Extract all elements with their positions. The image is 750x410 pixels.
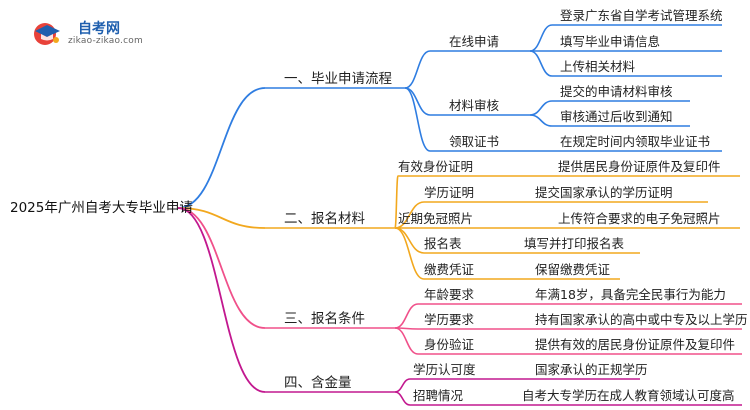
s4-b2-leaf: 自考大专学历在成人教育领域认可度高: [522, 388, 735, 403]
s2-b1-leaf: 提供居民身份证原件及复印件: [558, 159, 721, 174]
s3-branch-1: 年龄要求: [424, 287, 475, 302]
s1-b2-leaf-link-2: [529, 114, 553, 127]
s1-branch-1: 在线申请: [449, 34, 500, 49]
s4-branch-link-2: [394, 391, 411, 406]
s2-branch-link-1: [394, 175, 399, 229]
s2-branch-4: 报名表: [424, 236, 462, 251]
s1-branch-2: 材料审核: [449, 98, 500, 113]
root-link-3: [177, 207, 266, 329]
s3-b3-leaf: 提供有效的居民身份证原件及复印件: [535, 337, 736, 352]
s1-branch-3: 领取证书: [449, 134, 500, 149]
s2-b4-leaf: 填写并打印报名表: [524, 236, 625, 251]
section-4-label: 四、含金量: [284, 375, 352, 391]
s1-branch-link-1: [404, 50, 431, 89]
s2-branch-5: 缴费凭证: [424, 262, 475, 277]
s2-branch-2: 学历证明: [424, 185, 475, 200]
s4-branch-2: 招聘情况: [413, 388, 464, 403]
root-link-2: [177, 207, 266, 229]
section-1-label: 一、毕业申请流程: [284, 71, 392, 87]
s1-branch-link-3: [404, 87, 431, 152]
s4-branch-1: 学历认可度: [413, 362, 476, 377]
s2-b3-leaf: 上传符合要求的电子免冠照片: [558, 211, 721, 226]
s2-branch-link-5: [394, 227, 425, 280]
s2-b5-leaf: 保留缴费凭证: [535, 262, 611, 277]
logo-title: 自考网: [78, 21, 120, 37]
section-2-label: 二、报名材料: [284, 211, 365, 227]
s1-b2-leaf-2: 审核通过后收到通知: [560, 109, 673, 124]
section-3-label: 三、报名条件: [284, 311, 365, 327]
s1-branch-link-2: [404, 87, 431, 116]
s1-b1-leaf-link-1: [529, 24, 553, 52]
s1-b1-leaf-2: 填写毕业申请信息: [560, 34, 661, 49]
s3-b2-leaf: 持有国家承认的高中或中专及以上学历: [535, 312, 748, 327]
s2-b2-leaf: 提交国家承认的学历证明: [535, 185, 673, 200]
s1-b2-leaf-link-1: [529, 100, 553, 116]
s4-b1-leaf: 国家承认的正规学历: [535, 362, 648, 377]
s3-b1-leaf: 年满18岁，具备完全民事行为能力: [535, 287, 726, 302]
s3-branch-link-3: [394, 327, 419, 355]
s2-branch-3: 近期免冠照片: [398, 211, 474, 226]
s2-branch-link-4: [394, 227, 425, 254]
root-link-4: [177, 207, 266, 393]
root-link-1: [177, 87, 266, 209]
s1-b2-leaf-1: 提交的申请材料审核: [560, 84, 673, 99]
s3-branch-3: 身份验证: [424, 337, 475, 352]
s1-b1-leaf-3: 上传相关材料: [560, 59, 636, 74]
s3-branch-link-1: [394, 303, 419, 329]
root-node: 2025年广州自考大专毕业申请: [10, 200, 193, 216]
s1-b1-leaf-link-3: [529, 50, 553, 77]
graduation-cap-icon: [34, 23, 60, 45]
site-logo[interactable]: 自考网 zikao-zikao.com: [32, 16, 152, 50]
s1-b1-leaf-1: 登录广东省自学考试管理系统: [560, 8, 723, 23]
s3-branch-2: 学历要求: [424, 312, 475, 327]
logo-subtitle: zikao-zikao.com: [68, 36, 143, 46]
s1-b3-leaf-1: 在规定时间内领取毕业证书: [560, 134, 711, 149]
s4-branch-link-1: [394, 378, 411, 393]
s2-branch-1: 有效身份证明: [398, 159, 474, 174]
